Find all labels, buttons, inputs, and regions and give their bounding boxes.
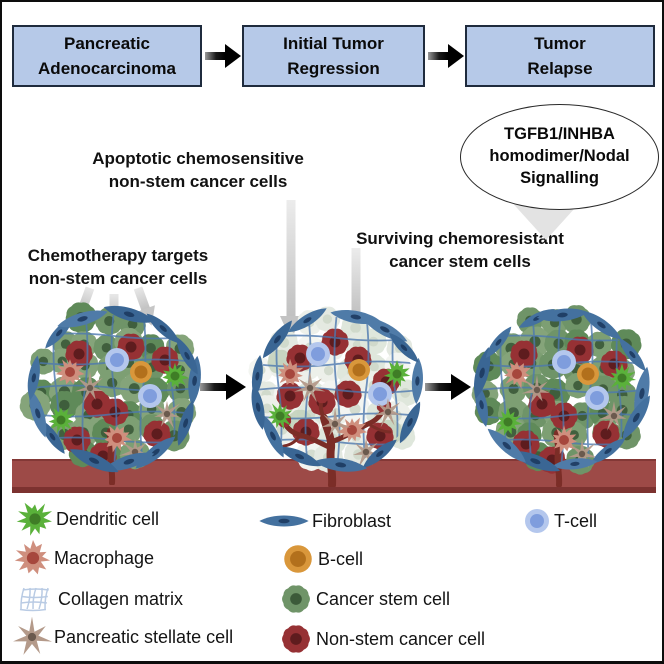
tumor-regressed (248, 306, 423, 487)
flow-step-tumor-relapse: Tumor Relapse (465, 25, 655, 87)
legend-item-tcell: T-cell (522, 502, 597, 540)
callout-signalling: TGFB1/INHBA homodimer/Nodal Signalling (460, 104, 659, 210)
b-cell-icon (284, 545, 312, 573)
progression-arrow-icon (425, 374, 471, 400)
legend-item-stellate-cell: Pancreatic stellate cell (12, 617, 234, 656)
legend-item-macrophage: Macrophage (14, 539, 154, 577)
macrophage-icon (14, 540, 51, 575)
legend-label: Cancer stem cell (316, 588, 451, 609)
legend-item-collagen-matrix: Collagen matrix (18, 580, 183, 618)
t-cell-icon (525, 509, 549, 533)
progression-arrow-icon (200, 374, 246, 400)
flow-arrow-icon (428, 44, 464, 68)
legend-label: B-cell (318, 548, 364, 569)
label-chemotherapy-targets: Chemotherapy targets non-stem cancer cel… (27, 246, 209, 288)
fibroblast-icon (259, 515, 309, 527)
flow-step-initial-tumor-regression: Initial Tumor Regression (242, 25, 425, 87)
legend-label: Collagen matrix (58, 588, 184, 609)
tumor-primary (19, 302, 201, 485)
flow-step-pancreatic-adenocarcinoma: Pancreatic Adenocarcinoma (12, 25, 202, 87)
legend-label: Macrophage (54, 547, 155, 568)
legend-item-non-stem-cancer-cell: Non-stem cancer cell (278, 620, 485, 658)
legend-label: Non-stem cancer cell (316, 628, 486, 649)
legend-label: T-cell (554, 510, 598, 531)
dendritic-cell-icon (16, 502, 53, 536)
label-apoptotic-cells: Apoptotic chemosensitive non-stem cancer… (92, 149, 304, 191)
collagen-matrix-icon (19, 587, 49, 612)
legend-label: Fibroblast (312, 510, 392, 531)
legend-item-dendritic-cell: Dendritic cell (16, 500, 159, 538)
stellate-cell-icon (13, 617, 52, 655)
legend-item-cancer-stem-cell: Cancer stem cell (278, 580, 450, 618)
legend-label: Pancreatic stellate cell (54, 626, 234, 647)
flow-arrow-icon (205, 44, 241, 68)
legend-item-fibroblast: Fibroblast (258, 502, 391, 540)
legend-label: Dendritic cell (56, 508, 160, 529)
non-stem-cancer-cell-icon (282, 625, 310, 653)
tumor-relapsed (471, 305, 650, 487)
legend-item-bcell: B-cell (280, 540, 363, 578)
cancer-stem-cell-icon (282, 585, 310, 613)
